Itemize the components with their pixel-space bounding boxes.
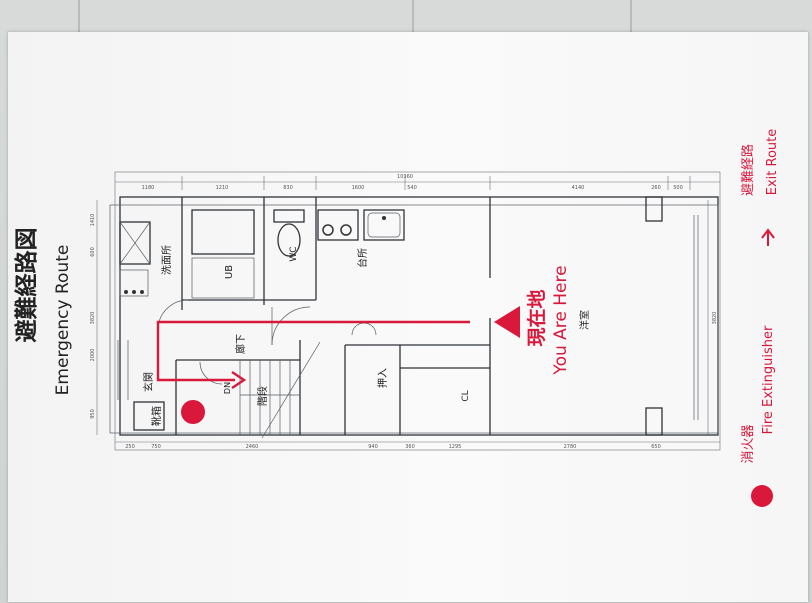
you-are-here-japanese: 現在地 (525, 289, 548, 346)
label-western-room-group: 洋室 (578, 310, 591, 330)
label-washroom-group: 洗面所 (161, 245, 173, 275)
top-dimension-labels: 10360 1180 1210 830 1600 540 4140 260 50… (142, 174, 683, 191)
label-kitchen-group: 台所 (356, 248, 369, 268)
toilet-fixture (273, 209, 305, 257)
legend-route-japanese: 避難経路 (740, 144, 756, 196)
right-dim-group: 3820 (712, 312, 718, 325)
top-dimension-ticks (181, 176, 691, 190)
legend-route-english: Exit Route (765, 129, 780, 196)
fire-extinguisher-marker (181, 400, 205, 424)
outer-dimension-frame (114, 171, 721, 451)
label-ub-group: UB (224, 265, 235, 279)
room-label-western-room: 洋室 (578, 310, 591, 330)
dim-label: 650 (651, 444, 661, 450)
room-label-shoe-cabinet: 靴箱 (150, 406, 163, 426)
legend-extinguisher-icon (751, 485, 773, 507)
interior-walls (175, 197, 491, 435)
bottom-dimension-labels: 250 750 2460 940 360 1295 2780 650 (125, 444, 661, 450)
label-closet-group: 押入 (376, 368, 389, 388)
dim-label: 940 (368, 444, 378, 450)
legend-route-arrow-icon (761, 228, 775, 239)
bathtub-fixture (191, 209, 255, 299)
dim-label: 540 (407, 185, 417, 191)
dim-label: 360 (405, 444, 415, 450)
paper-sheet (8, 32, 808, 602)
left-dim-group: 1410 (90, 214, 96, 227)
dim-label: 4140 (572, 185, 585, 191)
label-stairs-group: 階段 (256, 386, 269, 406)
room-label-unit-bath: UB (224, 265, 235, 279)
left-dim-group: 2000 (90, 349, 96, 362)
dim-label-right: 3820 (712, 312, 718, 325)
dim-label-total: 10360 (397, 174, 413, 180)
dim-label-left: 3820 (90, 312, 96, 325)
legend-extinguisher-japanese: 消火器 (741, 424, 756, 463)
title-japanese: 避難経路図 (13, 228, 40, 343)
legend-route-en-group: Exit Route (765, 129, 780, 196)
dim-label: 2780 (564, 444, 577, 450)
dim-label: 750 (151, 444, 161, 450)
door-swings (117, 299, 377, 400)
dim-label-left: 950 (90, 409, 96, 419)
room-label-stairs: 階段 (256, 386, 269, 406)
evacuation-route-line (156, 320, 470, 382)
room-label-washroom: 洗面所 (161, 245, 173, 275)
room-label-entrance: 玄関 (142, 372, 155, 392)
room-label-wc: WC (289, 246, 299, 261)
room-label-cl: CL (461, 390, 471, 401)
building-outline (119, 196, 719, 436)
dim-label: 250 (125, 444, 135, 450)
dim-label-left: 2000 (90, 349, 96, 362)
shoe-cabinet (133, 401, 165, 431)
dim-label: 2460 (246, 444, 259, 450)
you-are-here-en-group: You Are Here (551, 265, 571, 375)
room-label-hallway: 廊下 (234, 334, 247, 354)
label-cl-group: CL (461, 390, 471, 401)
legend-route-ja-group: 避難経路 (740, 144, 756, 196)
kitchen-stove-fixture (317, 209, 405, 241)
legend-extinguisher-en-group: Fire Extinguisher (761, 325, 776, 434)
label-dn-group: DN (223, 382, 232, 394)
dim-label-left: 1410 (90, 214, 96, 227)
you-are-here-english: You Are Here (551, 265, 571, 375)
label-hallway-group: 廊下 (234, 334, 247, 354)
wall-tile-seam (630, 0, 632, 34)
staircase (239, 341, 321, 439)
room-label-closet: 押入 (376, 368, 389, 388)
legend-extinguisher-ja-group: 消火器 (741, 424, 756, 463)
dim-label: 830 (283, 185, 293, 191)
dim-label: 260 (651, 185, 661, 191)
you-are-here-marker (494, 306, 520, 338)
you-are-here-ja-group: 現在地 (525, 289, 548, 346)
dim-label: 1180 (142, 185, 155, 191)
label-shoe-group: 靴箱 (150, 406, 163, 426)
evacuation-route-arrowhead (231, 371, 247, 389)
washbasin-fixture (119, 221, 151, 297)
left-dim-group: 600 (90, 247, 96, 257)
left-dim-group: 950 (90, 409, 96, 419)
left-dim-group: 3820 (90, 312, 96, 325)
dim-label: 1210 (216, 185, 229, 191)
title-english: Emergency Route (53, 245, 73, 396)
room-label-kitchen: 台所 (356, 248, 369, 268)
building-inner-outline (109, 204, 719, 434)
legend-extinguisher-english: Fire Extinguisher (761, 325, 776, 434)
wall-tile-seam (412, 0, 414, 34)
wall-tile-seam (78, 0, 80, 34)
dim-label: 500 (673, 185, 683, 191)
dim-label: 1600 (352, 185, 365, 191)
stair-direction-label: DN (223, 382, 232, 394)
dim-label-left: 600 (90, 247, 96, 257)
structural-columns (645, 196, 699, 436)
label-wc-group: WC (289, 246, 299, 261)
title-group: 避難経路図 (13, 228, 40, 343)
title-english-group: Emergency Route (53, 245, 73, 396)
label-entrance-group: 玄関 (142, 372, 155, 392)
dim-label: 1295 (449, 444, 462, 450)
